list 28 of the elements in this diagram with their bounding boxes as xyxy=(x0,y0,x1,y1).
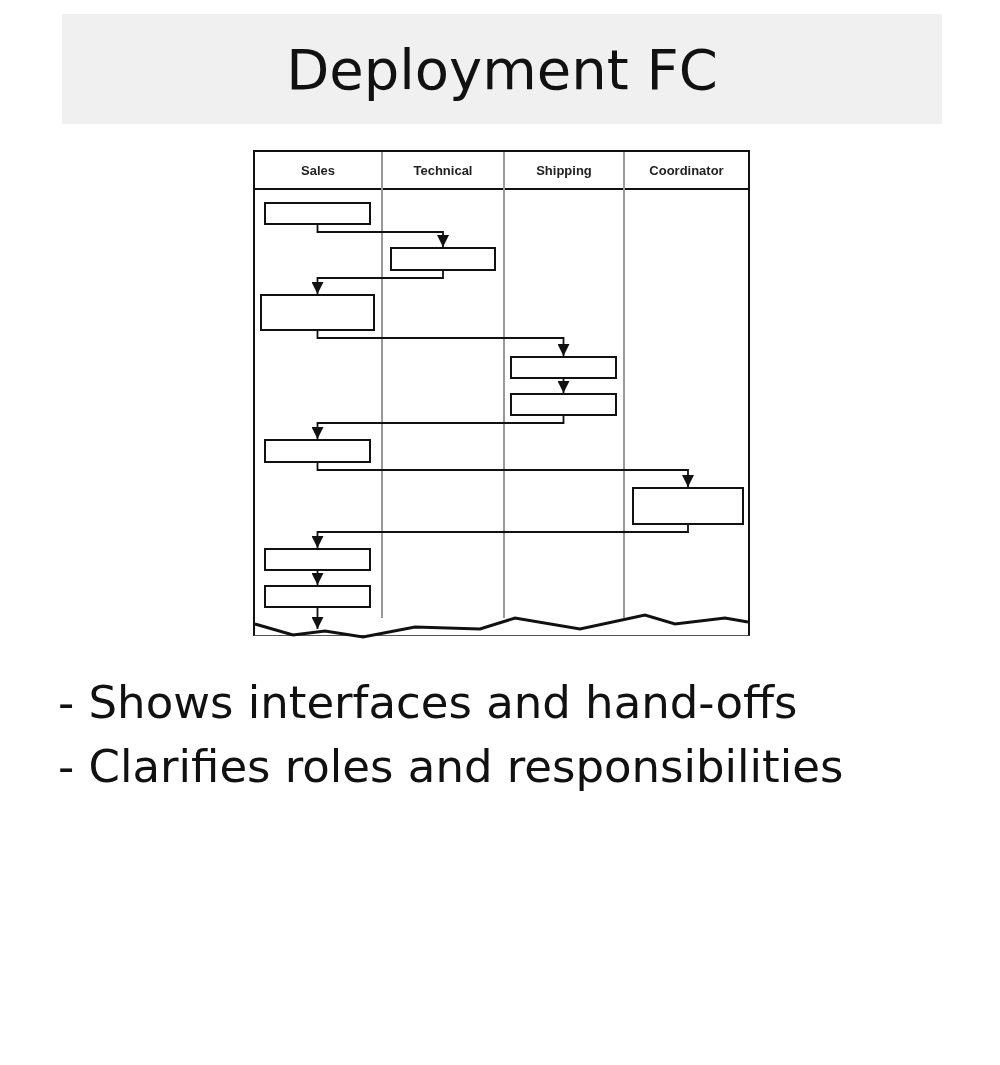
process-box xyxy=(632,487,744,525)
process-box xyxy=(510,393,617,416)
process-box xyxy=(260,294,375,331)
process-box xyxy=(264,439,371,463)
process-box xyxy=(264,202,371,225)
bullet-point: - Shows interfaces and hand-offs xyxy=(58,676,798,729)
arrow xyxy=(311,524,689,549)
swimlane xyxy=(623,152,748,618)
arrow xyxy=(311,270,444,295)
arrow xyxy=(316,462,694,488)
process-box xyxy=(264,585,371,608)
lane-header: Shipping xyxy=(505,152,623,190)
lane-header: Sales xyxy=(255,152,381,190)
arrow xyxy=(311,607,324,630)
bullet-point: - Clarifies roles and responsibilities xyxy=(58,740,844,793)
arrow xyxy=(557,378,570,394)
arrow xyxy=(311,415,565,440)
arrow xyxy=(316,224,449,248)
arrow xyxy=(316,330,570,357)
swimlane xyxy=(503,152,623,618)
swimlane xyxy=(381,152,503,618)
arrow xyxy=(311,570,324,586)
process-box xyxy=(510,356,617,379)
process-box xyxy=(264,548,371,571)
lane-header: Technical xyxy=(383,152,503,190)
process-box xyxy=(390,247,496,271)
lane-header: Coordinator xyxy=(625,152,748,190)
title-banner: Deployment FC xyxy=(62,14,942,124)
